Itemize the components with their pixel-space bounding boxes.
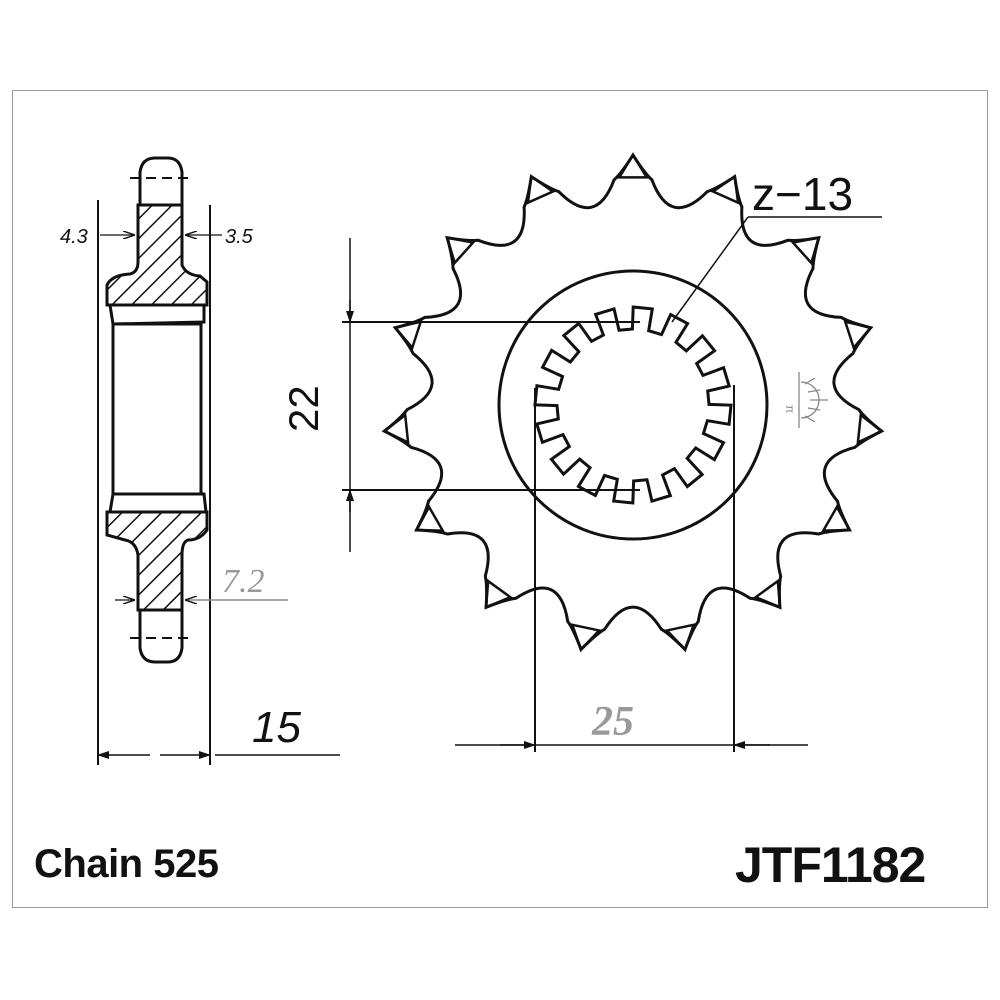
tooth-tip-mark xyxy=(664,623,696,652)
tooth-tip-mark xyxy=(710,174,740,205)
tooth-tip-mark xyxy=(856,412,885,445)
tooth-tip-mark xyxy=(790,236,821,266)
dim-3-5-label: 3.5 xyxy=(225,226,254,248)
sprocket-outline xyxy=(381,152,885,653)
teeth-count-label: z−13 xyxy=(752,168,853,220)
tooth-tip-mark xyxy=(617,152,649,179)
tooth-tip-mark xyxy=(414,504,445,532)
lower-hatched-section xyxy=(105,510,209,612)
tooth-tip-mark xyxy=(381,412,410,445)
cross-section-view xyxy=(97,156,340,765)
hub-circle xyxy=(497,269,769,541)
tooth-tip-mark xyxy=(392,319,423,351)
dim-7-2-label: 7.2 xyxy=(222,563,265,600)
surface-finish-icon xyxy=(798,372,828,428)
drawing-frame xyxy=(12,90,988,908)
dim-25-label: 25 xyxy=(591,699,634,745)
tooth-tip-mark xyxy=(570,623,602,652)
dim-22-label: 22 xyxy=(280,385,327,432)
tooth-tip-mark xyxy=(484,578,513,610)
tooth-tip-mark xyxy=(445,236,476,266)
upper-hatched-section xyxy=(105,203,209,307)
roughness-label: π xyxy=(783,405,797,413)
tooth-tip-mark xyxy=(753,578,782,610)
part-number: JTF1182 xyxy=(735,837,926,893)
bore xyxy=(111,322,203,496)
tooth-tip-marks xyxy=(381,152,885,652)
tooth-tip-mark xyxy=(821,504,852,532)
dim-4-3-label: 4.3 xyxy=(60,226,88,248)
tooth-tip-mark xyxy=(526,174,556,205)
spline-outline xyxy=(533,305,733,505)
chain-size-label: Chain 525 xyxy=(34,842,219,886)
dim-15-label: 15 xyxy=(252,703,301,752)
tooth-tip-mark xyxy=(843,319,874,351)
sprocket-front-view xyxy=(342,152,885,752)
